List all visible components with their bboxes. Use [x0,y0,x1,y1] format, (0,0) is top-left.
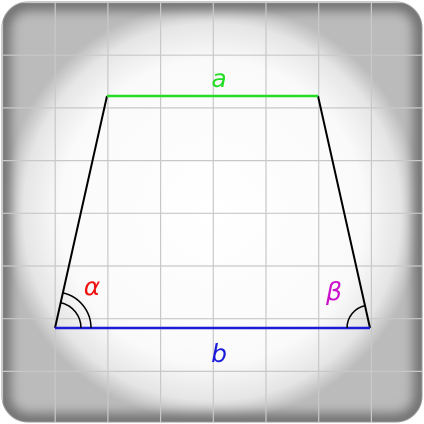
angle-alpha-arc-inner [60,301,82,329]
right-leg [317,95,371,329]
angle-alpha-arc-outer [62,292,92,329]
angle-beta-label: β [325,277,342,306]
left-leg [54,95,108,329]
angle-beta-arc [346,304,366,329]
top-side-label: a [211,64,226,93]
angle-alpha-label: α [84,272,101,301]
bottom-side-label: b [211,339,227,368]
